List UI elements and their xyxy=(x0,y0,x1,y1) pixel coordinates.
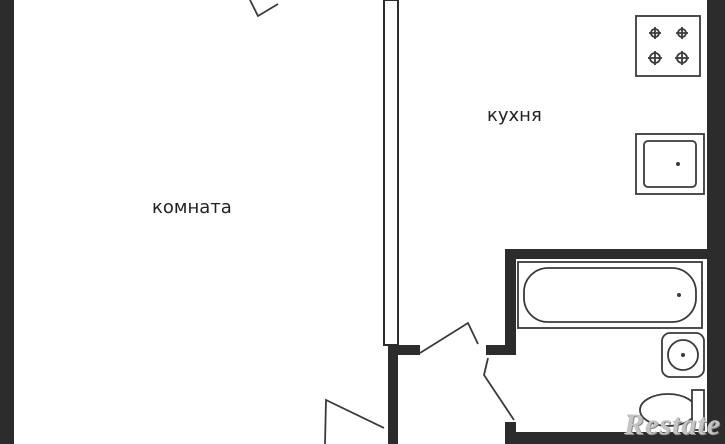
washbasin-icon xyxy=(661,332,705,378)
door-swing-icon xyxy=(419,321,479,354)
bathtub-icon xyxy=(517,261,703,329)
wall-bottom-right xyxy=(505,432,725,444)
wall-bath-left-upper xyxy=(505,249,516,355)
wall-partition-lower xyxy=(388,345,398,444)
room-label-living: комната xyxy=(152,197,232,218)
room-label-kitchen: кухня xyxy=(487,105,542,126)
wall-left xyxy=(0,0,14,444)
door-swing-icon xyxy=(324,398,385,444)
wall-bath-top xyxy=(505,249,707,259)
kitchen-sink-icon xyxy=(635,133,705,195)
wall-corridor-stub xyxy=(388,345,420,355)
toilet-icon xyxy=(639,389,705,431)
door-swing-icon xyxy=(483,357,515,421)
wall-bath-left-lower xyxy=(505,422,516,444)
stove-icon xyxy=(635,15,701,77)
wall-partition-room-kitchen xyxy=(383,0,399,346)
wall-bath-stub xyxy=(486,345,508,355)
door-swing-icon xyxy=(249,0,279,18)
wall-right xyxy=(707,0,725,444)
watermark-logo: Restate xyxy=(624,408,721,441)
